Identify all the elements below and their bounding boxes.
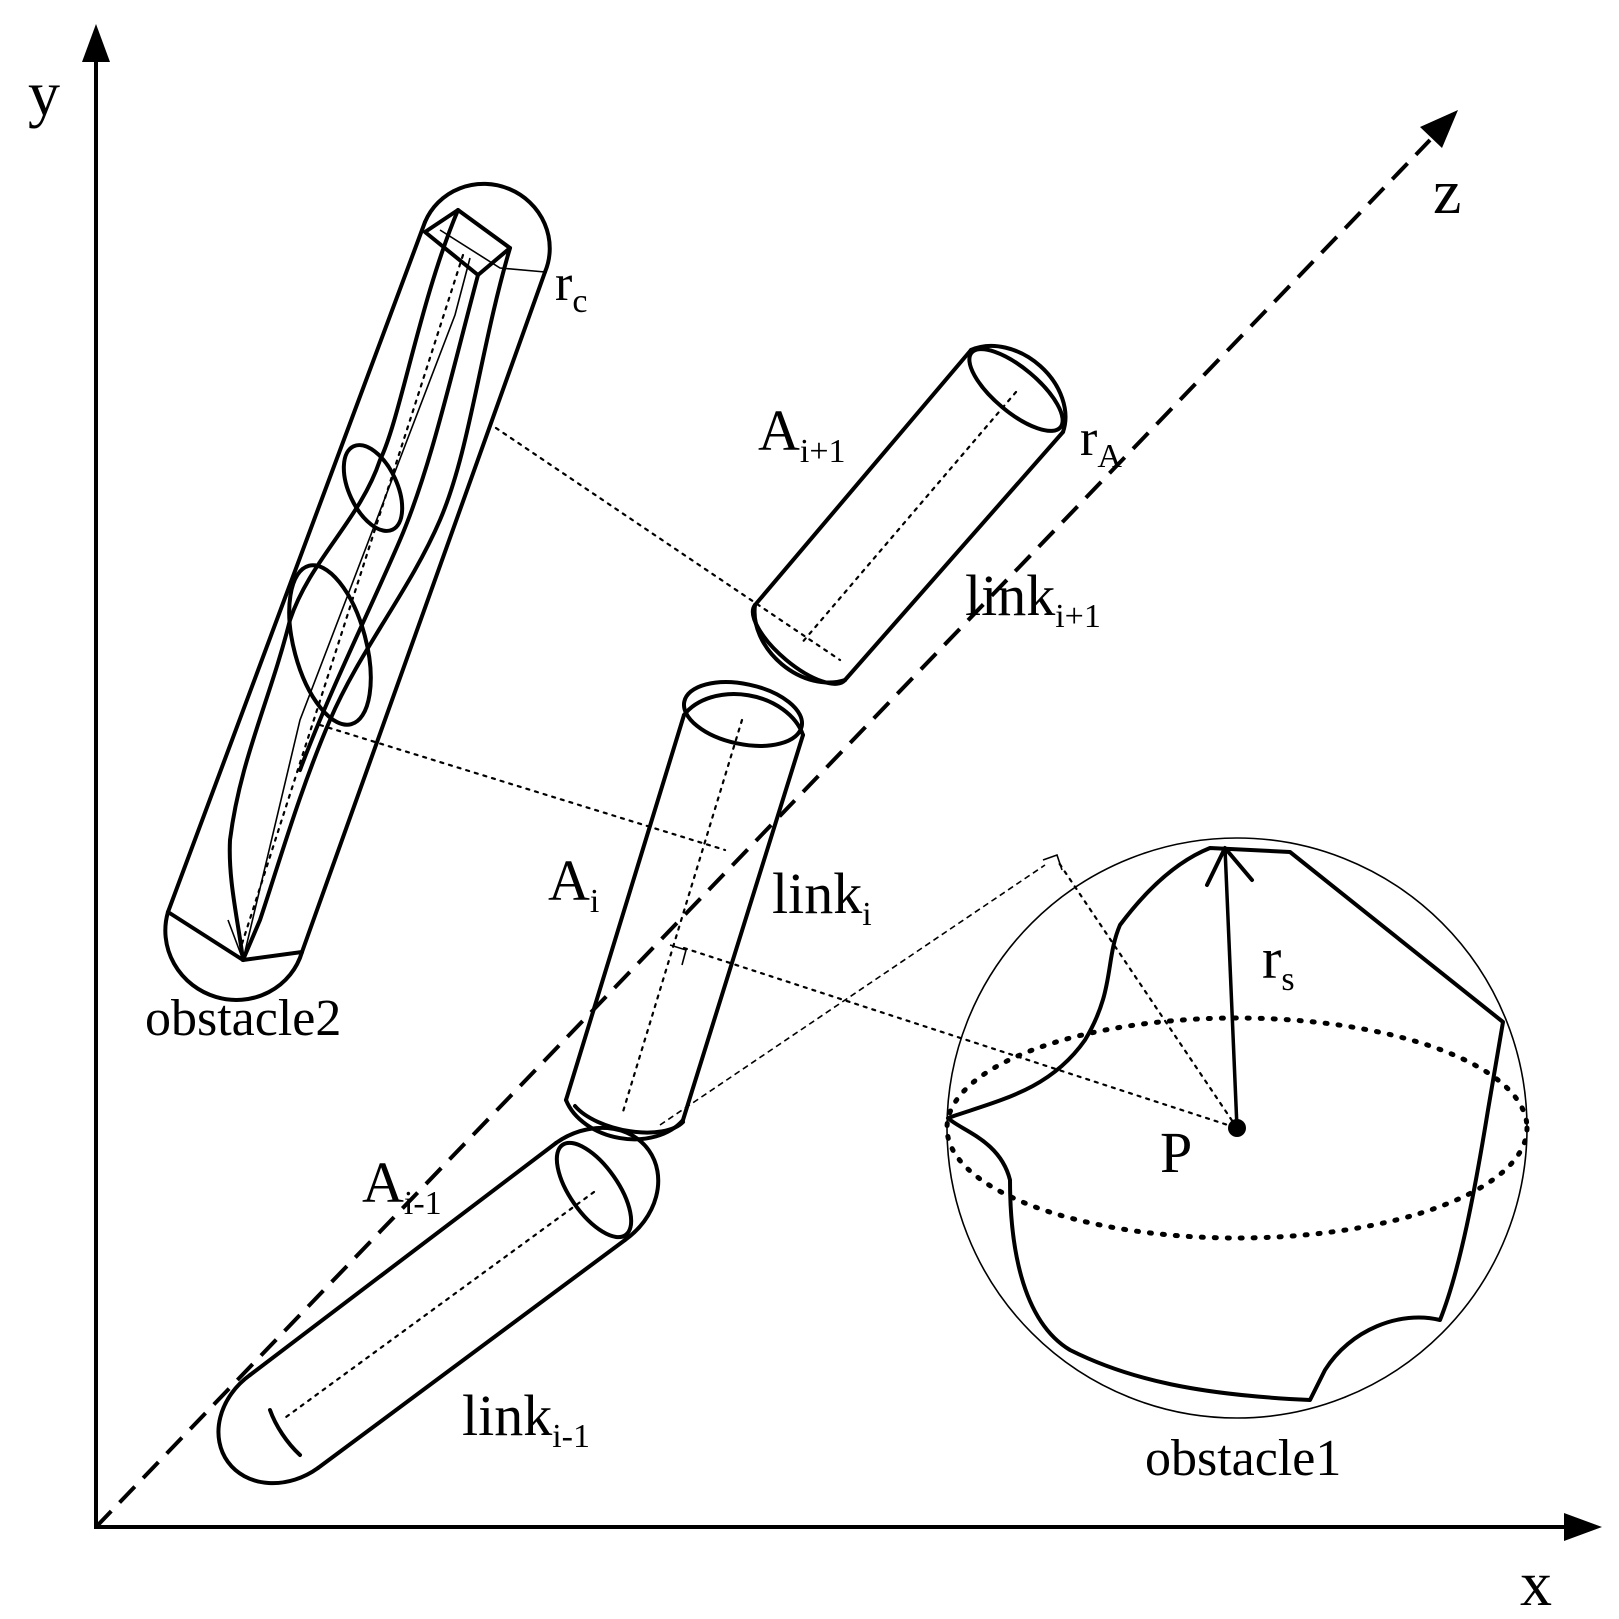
label-rc-main: r bbox=[555, 255, 572, 312]
label-A-i-minus-1-main: A bbox=[362, 1150, 404, 1215]
label-link-i: linki bbox=[772, 861, 872, 933]
z-axis-label: z bbox=[1433, 156, 1461, 227]
link-i-capsule bbox=[564, 680, 805, 1142]
label-P: P bbox=[1160, 1120, 1192, 1185]
y-axis-arrowhead bbox=[82, 24, 110, 62]
z-axis bbox=[94, 138, 1432, 1529]
x-axis-arrowhead bbox=[1564, 1513, 1602, 1541]
distance-lines bbox=[318, 426, 1239, 1130]
label-rc: rc bbox=[555, 255, 587, 320]
label-A-i-plus-1-main: A bbox=[758, 398, 800, 463]
rs-radius-line bbox=[1223, 847, 1239, 1129]
labels: y z x rc Ai+1 rA linki+1 Ai linki obstac… bbox=[28, 58, 1552, 1619]
label-A-i-minus-1-sub: i-1 bbox=[404, 1185, 442, 1222]
label-obstacle2: obstacle2 bbox=[145, 990, 341, 1047]
label-link-i-plus-1-sub: i+1 bbox=[1055, 598, 1101, 635]
label-rA: rA bbox=[1080, 410, 1122, 475]
link-i-plus-1-capsule bbox=[750, 343, 1068, 686]
label-A-i-minus-1: Ai-1 bbox=[362, 1150, 442, 1222]
label-A-i: Ai bbox=[548, 848, 599, 920]
y-axis-label: y bbox=[28, 58, 60, 129]
label-link-i-sub: i bbox=[862, 896, 871, 933]
label-link-i-minus-1-sub: i-1 bbox=[552, 1418, 590, 1455]
label-A-i-plus-1-sub: i+1 bbox=[800, 433, 846, 470]
label-A-i-plus-1: Ai+1 bbox=[758, 398, 846, 470]
label-A-i-sub: i bbox=[590, 883, 599, 920]
label-rA-sub: A bbox=[1097, 438, 1122, 475]
obstacle2-capsule bbox=[163, 181, 552, 1002]
link-i-minus-1-capsule bbox=[216, 1125, 661, 1486]
label-rc-sub: c bbox=[572, 283, 587, 320]
label-link-i-minus-1: linki-1 bbox=[462, 1383, 590, 1455]
label-link-i-main: link bbox=[772, 861, 862, 926]
coordinate-axes bbox=[82, 24, 1602, 1541]
label-rs-main: r bbox=[1262, 926, 1281, 991]
label-link-i-plus-1-main: link bbox=[965, 563, 1055, 628]
obstacle1-sphere bbox=[944, 837, 1530, 1419]
label-link-i-plus-1: linki+1 bbox=[965, 563, 1101, 635]
label-rs-sub: s bbox=[1281, 961, 1294, 998]
label-link-i-minus-1-main: link bbox=[462, 1383, 552, 1448]
label-obstacle1: obstacle1 bbox=[1145, 1430, 1341, 1487]
label-rs: rs bbox=[1262, 926, 1295, 998]
x-axis-label: x bbox=[1520, 1548, 1552, 1619]
label-rA-main: r bbox=[1080, 410, 1097, 467]
z-axis-arrowhead bbox=[1420, 110, 1458, 148]
label-A-i-main: A bbox=[548, 848, 590, 913]
